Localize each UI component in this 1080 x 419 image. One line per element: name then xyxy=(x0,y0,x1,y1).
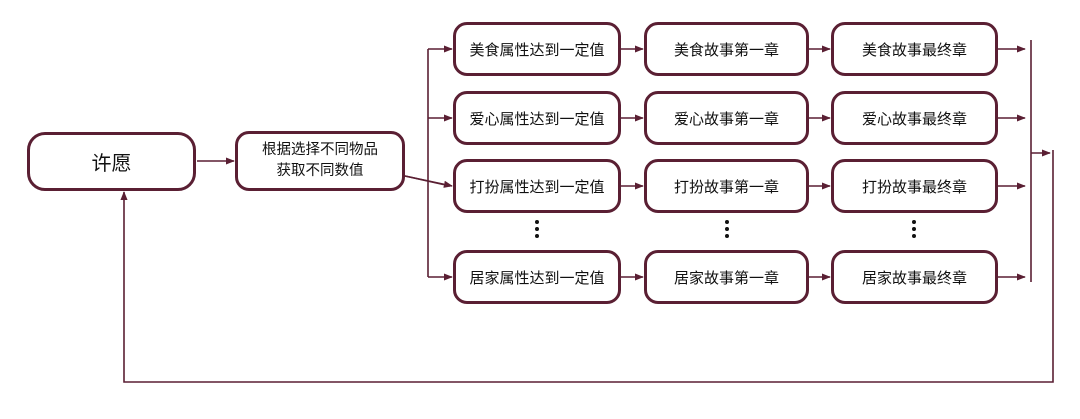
final-node-row-2: 爱心故事最终章 xyxy=(831,91,998,145)
chapter1-label-row-4: 居家故事第一章 xyxy=(673,268,779,287)
feedback-loop xyxy=(120,150,1054,383)
chapter1-label-row-1: 美食故事第一章 xyxy=(673,40,779,59)
chapter1-node-row-2: 爱心故事第一章 xyxy=(644,91,809,145)
final-label-row-3: 打扮故事最终章 xyxy=(861,177,967,196)
chapter1-node-row-4: 居家故事第一章 xyxy=(644,250,809,304)
chapter1-label-row-2: 爱心故事第一章 xyxy=(673,109,779,128)
final-label-row-4: 居家故事最终章 xyxy=(861,268,967,287)
final-node-row-4: 居家故事最终章 xyxy=(831,250,998,304)
attribute-label-row-3: 打扮属性达到一定值 xyxy=(469,177,605,196)
attribute-node-row-2: 爱心属性达到一定值 xyxy=(453,91,621,145)
attribute-label-row-1: 美食属性达到一定值 xyxy=(469,40,605,59)
vertical-ellipsis-icon xyxy=(534,220,540,241)
vertical-ellipsis-icon xyxy=(724,220,730,241)
chapter1-node-row-3: 打扮故事第一章 xyxy=(644,159,809,213)
final-node-row-3: 打扮故事最终章 xyxy=(831,159,998,213)
final-node-row-1: 美食故事最终章 xyxy=(831,22,998,76)
arrow-branch-row-3 xyxy=(404,175,453,188)
attribute-label-row-4: 居家属性达到一定值 xyxy=(469,268,605,287)
collect-values-node: 根据选择不同物品 获取不同数值 xyxy=(235,131,405,191)
chapter1-label-row-3: 打扮故事第一章 xyxy=(673,177,779,196)
final-label-row-2: 爱心故事最终章 xyxy=(861,109,967,128)
attribute-node-row-1: 美食属性达到一定值 xyxy=(453,22,621,76)
final-label-row-1: 美食故事最终章 xyxy=(861,40,967,59)
attribute-node-row-3: 打扮属性达到一定值 xyxy=(453,159,621,213)
collect-values-line-1: 根据选择不同物品 xyxy=(262,142,378,158)
chapter1-node-row-1: 美食故事第一章 xyxy=(644,22,809,76)
vertical-ellipsis-icon xyxy=(911,220,917,241)
collect-values-line-2: 获取不同数值 xyxy=(276,163,364,179)
start-node: 许愿 xyxy=(27,132,196,191)
attribute-node-row-4: 居家属性达到一定值 xyxy=(453,250,621,304)
start-node-label: 许愿 xyxy=(91,151,132,175)
attribute-label-row-2: 爱心属性达到一定值 xyxy=(469,109,605,128)
